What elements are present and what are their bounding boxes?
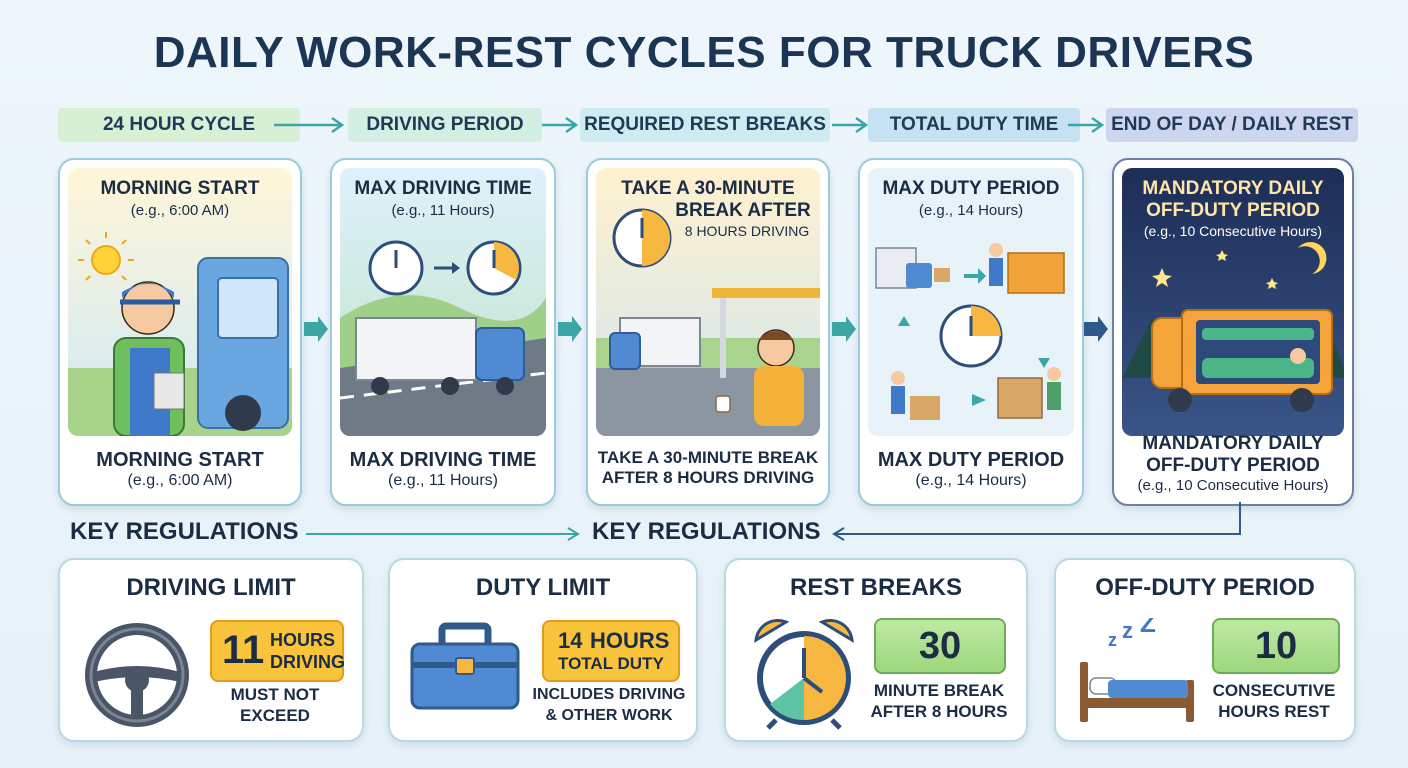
- stage-driving-period: DRIVING PERIOD: [348, 108, 542, 142]
- alarm-clock-icon: [754, 618, 854, 730]
- regulation-subtext-line-2: HOURS REST: [1218, 702, 1330, 721]
- badge-number: 14: [558, 628, 583, 653]
- regulation-title: REST BREAKS: [789, 574, 963, 601]
- card-art-subtitle: (e.g., 6:00 AM): [130, 202, 230, 219]
- stage-end-of-day: END OF DAY / DAILY REST: [1106, 108, 1358, 142]
- card-morning-start: MORNING START (e.g., 6:00 AM) MORNING ST…: [58, 158, 302, 506]
- regulation-title: OFF-DUTY PERIOD: [1095, 574, 1315, 601]
- card-art-subtitle: (e.g., 10 Consecutive Hours): [1143, 223, 1323, 239]
- driving-limit-badge: 11 HOURS DRIVING: [210, 620, 346, 682]
- stage-arrow-icon: [542, 116, 579, 134]
- card-caption-line-2: OFF-DUTY PERIOD: [1146, 455, 1320, 476]
- regulation-subtext-line-2: EXCEED: [240, 706, 310, 725]
- card-caption: MANDATORY DAILY OFF-DUTY PERIOD (e.g., 1…: [1114, 433, 1352, 494]
- card-daily-off-duty: MANDATORY DAILY OFF-DUTY PERIOD (e.g., 1…: [1112, 158, 1354, 506]
- card-max-driving-time: MAX DRIVING TIME (e.g., 11 Hours) MAX DR…: [330, 158, 556, 506]
- flow-arrow-icon: [832, 316, 856, 342]
- card-caption-subtitle: (e.g., 10 Consecutive Hours): [1137, 477, 1329, 494]
- card-art-subtitle: (e.g., 11 Hours): [391, 202, 495, 219]
- steering-wheel-icon: [85, 623, 189, 727]
- regulation-off-duty-period: OFF-DUTY PERIOD z z Z 10 CONSECUTIVE HOU…: [1054, 558, 1356, 742]
- key-regulations-center-label: KEY REGULATIONS: [592, 518, 821, 545]
- regulation-subtext: CONSECUTIVE HOURS REST: [1202, 680, 1346, 722]
- card-art-title-line-1: MANDATORY DAILY: [1142, 178, 1324, 199]
- regulation-driving-limit: DRIVING LIMIT 11 HOURS DRIVING MUST NOT …: [58, 558, 364, 742]
- card-caption-line-2: AFTER 8 HOURS DRIVING: [601, 468, 815, 487]
- flow-arrow-icon: [304, 316, 328, 342]
- regulation-subtext: INCLUDES DRIVING & OTHER WORK: [526, 684, 692, 726]
- card-art-title-line-2: BREAK AFTER: [675, 200, 811, 221]
- sleeper-cab-illustration: [1122, 168, 1344, 436]
- card-art-subtitle: 8 HOURS DRIVING: [684, 223, 810, 239]
- card-caption-subtitle: (e.g., 14 Hours): [915, 472, 1027, 489]
- card-max-duty-period: MAX DUTY PERIOD (e.g., 14 Hours) MAX DUT…: [858, 158, 1084, 506]
- stage-arrow-icon: [274, 116, 345, 134]
- connector-arrow-icon: [306, 527, 580, 541]
- regulation-duty-limit: DUTY LIMIT 14 HOURS TOTAL DUTY INCLUDES …: [388, 558, 698, 742]
- card-caption: MORNING START (e.g., 6:00 AM): [60, 449, 300, 490]
- card-caption-subtitle: (e.g., 11 Hours): [388, 472, 498, 489]
- badge-line-2: TOTAL DUTY: [558, 654, 664, 673]
- card-rest-break: TAKE A 30-MINUTE BREAK AFTER 8 HOURS DRI…: [586, 158, 830, 506]
- card-caption-title: MAX DRIVING TIME: [349, 449, 537, 471]
- regulation-subtext: MINUTE BREAK AFTER 8 HOURS: [866, 680, 1012, 722]
- card-caption: TAKE A 30-MINUTE BREAK AFTER 8 HOURS DRI…: [588, 448, 828, 488]
- card-caption-line-1: MANDATORY DAILY: [1142, 433, 1324, 454]
- badge-number: 11: [222, 628, 265, 672]
- off-duty-badge: 10: [1212, 618, 1340, 674]
- duty-cycle-illustration: [868, 168, 1074, 436]
- card-caption-title: MORNING START: [96, 449, 264, 471]
- stage-arrow-icon: [1068, 116, 1105, 134]
- svg-text:z: z: [1122, 618, 1133, 643]
- stage-total-duty-time: TOTAL DUTY TIME: [868, 108, 1080, 142]
- stage-arrow-icon: [832, 116, 869, 134]
- connector-return-arrow-icon: [832, 502, 1241, 541]
- regulation-subtext-line-2: AFTER 8 HOURS: [870, 702, 1008, 721]
- card-art-subtitle: (e.g., 14 Hours): [918, 202, 1024, 219]
- card-caption-title: MAX DUTY PERIOD: [877, 449, 1065, 471]
- badge-line-2: DRIVING: [270, 652, 346, 672]
- regulation-subtext-line-1: INCLUDES DRIVING: [532, 686, 686, 703]
- card-art-title: MORNING START: [100, 178, 260, 199]
- duty-limit-badge: 14 HOURS TOTAL DUTY: [542, 620, 680, 682]
- card-caption: MAX DUTY PERIOD (e.g., 14 Hours): [860, 449, 1082, 490]
- regulation-title: DRIVING LIMIT: [126, 574, 296, 601]
- card-art-title-line-1: TAKE A 30-MINUTE: [621, 178, 795, 199]
- regulation-title: DUTY LIMIT: [475, 574, 611, 601]
- card-caption-line-1: TAKE A 30-MINUTE BREAK: [597, 448, 819, 467]
- rest-break-badge: 30: [874, 618, 1006, 674]
- regulation-subtext-line-1: CONSECUTIVE: [1212, 681, 1336, 700]
- stage-24-hour-cycle: 24 HOUR CYCLE: [58, 108, 300, 142]
- stage-required-rest-breaks: REQUIRED REST BREAKS: [580, 108, 830, 142]
- regulation-subtext-line-1: MINUTE BREAK: [873, 681, 1005, 700]
- regulation-subtext-line-2: & OTHER WORK: [545, 707, 673, 724]
- rest-break-illustration: [596, 168, 820, 436]
- regulation-subtext-line-1: MUST NOT: [230, 685, 320, 704]
- key-regulations-left-label: KEY REGULATIONS: [70, 518, 299, 545]
- regulation-subtext: MUST NOT EXCEED: [210, 684, 340, 726]
- flow-arrow-icon: [558, 316, 582, 342]
- regulation-rest-breaks: REST BREAKS 30 MINUTE BREAK AFTER 8 HOUR…: [724, 558, 1028, 742]
- badge-line-1: HOURS: [590, 628, 670, 653]
- morning-start-illustration: [68, 168, 292, 436]
- page-title: DAILY WORK-REST CYCLES FOR TRUCK DRIVERS: [153, 28, 1255, 77]
- svg-text:z: z: [1108, 630, 1117, 650]
- bed-icon: z z Z: [1080, 618, 1194, 722]
- card-art-title: MAX DRIVING TIME: [354, 178, 532, 199]
- card-caption-subtitle: (e.g., 6:00 AM): [127, 472, 233, 489]
- flow-arrow-icon: [1084, 316, 1108, 342]
- card-caption: MAX DRIVING TIME (e.g., 11 Hours): [332, 449, 554, 490]
- card-art-title-line-2: OFF-DUTY PERIOD: [1146, 200, 1320, 221]
- card-art-title: MAX DUTY PERIOD: [882, 178, 1060, 199]
- driving-illustration: [340, 168, 546, 436]
- toolbox-icon: [410, 622, 520, 710]
- badge-line-1: HOURS: [270, 630, 336, 650]
- svg-text:Z: Z: [1140, 618, 1156, 638]
